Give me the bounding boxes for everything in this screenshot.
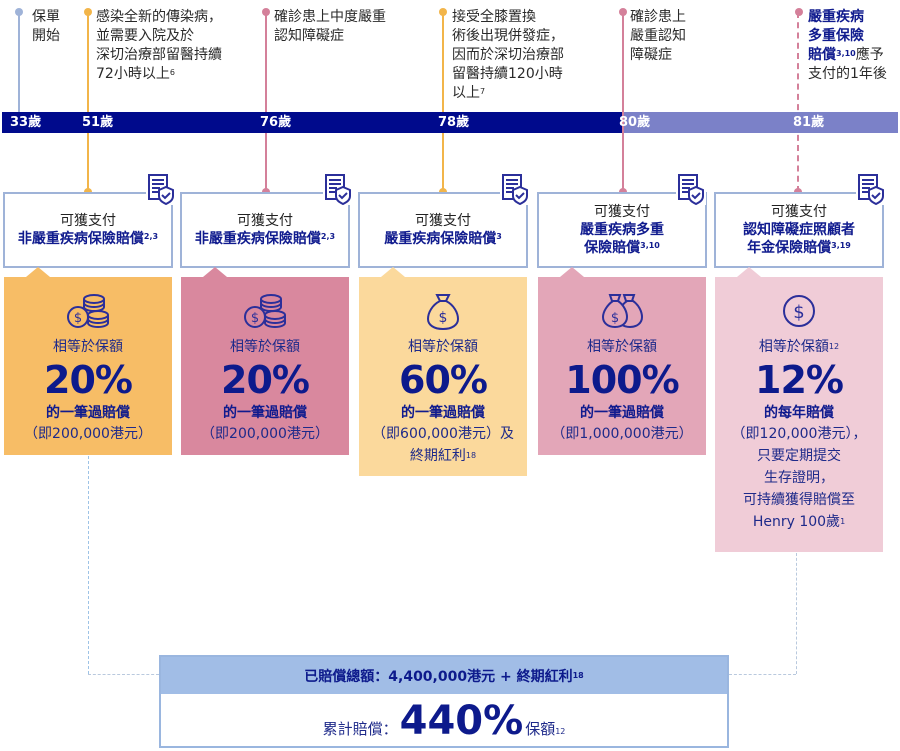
event-81-text: 嚴重疾病 多重保險 賠償3,10應予 支付的1年後 [808,9,887,82]
payout-header-2: 可獲支付 非嚴重疾病保險賠償2,3 [180,192,350,268]
svg-text:$: $ [439,310,448,326]
event-line-81 [797,12,799,192]
svg-text:$: $ [793,302,804,323]
event-dot-76 [262,8,270,16]
event-line-76 [265,12,267,192]
event-dot-51 [84,8,92,16]
event-dot-33 [15,8,23,16]
money-bags-icon: $ [601,294,644,329]
age-81: 81歲 [793,115,825,130]
event-33-text: 保單開始 [32,9,60,44]
event-dot-78 [439,8,447,16]
timeline-bar-light [622,112,898,133]
event-line-51 [87,12,89,192]
payout-card-4: $ 相等於保額 100% 的一筆過賠償 （即1,000,000港元） [538,267,706,455]
timeline-bar-dark [2,112,622,133]
event-78-text: 接受全膝置換術後出現併發症，因而於深切治療部留醫持續120小時 以上7 [452,9,564,101]
document-shield-icon [500,173,530,205]
connector-left-horizontal [88,674,159,675]
payout-header-3: 可獲支付 嚴重疾病保險賠償3 [358,192,528,268]
document-shield-icon [146,173,176,205]
svg-text:$: $ [251,311,259,326]
payout-card-5: $ 相等於保額12 12% 的每年賠償 （即120,000港元）， 只要定期提交… [715,267,883,552]
age-76: 76歲 [260,115,292,130]
svg-text:$: $ [611,311,619,326]
payout-header-1: 可獲支付 非嚴重疾病保險賠償2,3 [3,192,173,268]
event-line-78 [442,12,444,192]
document-shield-icon [856,173,886,205]
connector-right-horizontal [729,674,796,675]
connector-left-vertical [88,456,89,674]
age-51: 51歲 [82,115,114,130]
timeline-marker-80 [622,112,624,133]
payout-card-1: $ 相等於保額 20% 的一筆過賠償 （即200,000港元） [4,267,172,455]
event-76-text: 確診患上中度嚴重認知障礙症 [274,9,386,44]
payout-header-5: 可獲支付 認知障礙症照顧者 年金保險賠償3,19 [714,192,884,268]
payout-card-2: $ 相等於保額 20% 的一筆過賠償 （即200,000港元） [181,267,349,455]
event-80-text: 確診患上嚴重認知障礙症 [630,9,686,63]
coins-icon: $ [244,294,286,329]
event-line-80 [622,12,624,192]
coins-icon: $ [67,294,109,329]
document-shield-icon [676,173,706,205]
money-bag-icon: $ [426,294,460,331]
event-line-33 [18,12,20,112]
event-dot-81 [795,8,803,16]
svg-text:$: $ [74,311,82,326]
document-shield-icon [323,173,353,205]
event-51-text: 感染全新的傳染病，並需要入院及於深切治療部留醫持續 72小時以上6 [96,9,222,82]
age-80: 80歲 [619,115,651,130]
dollar-coin-icon: $ [783,295,815,327]
payout-card-3: $ 相等於保額 60% 的一筆過賠償 （即600,000港元）及 終期紅利18 [359,267,527,476]
age-33: 33歲 [10,115,42,130]
event-dot-80 [619,8,627,16]
age-78: 78歲 [438,115,470,130]
connector-right-vertical [796,553,797,674]
